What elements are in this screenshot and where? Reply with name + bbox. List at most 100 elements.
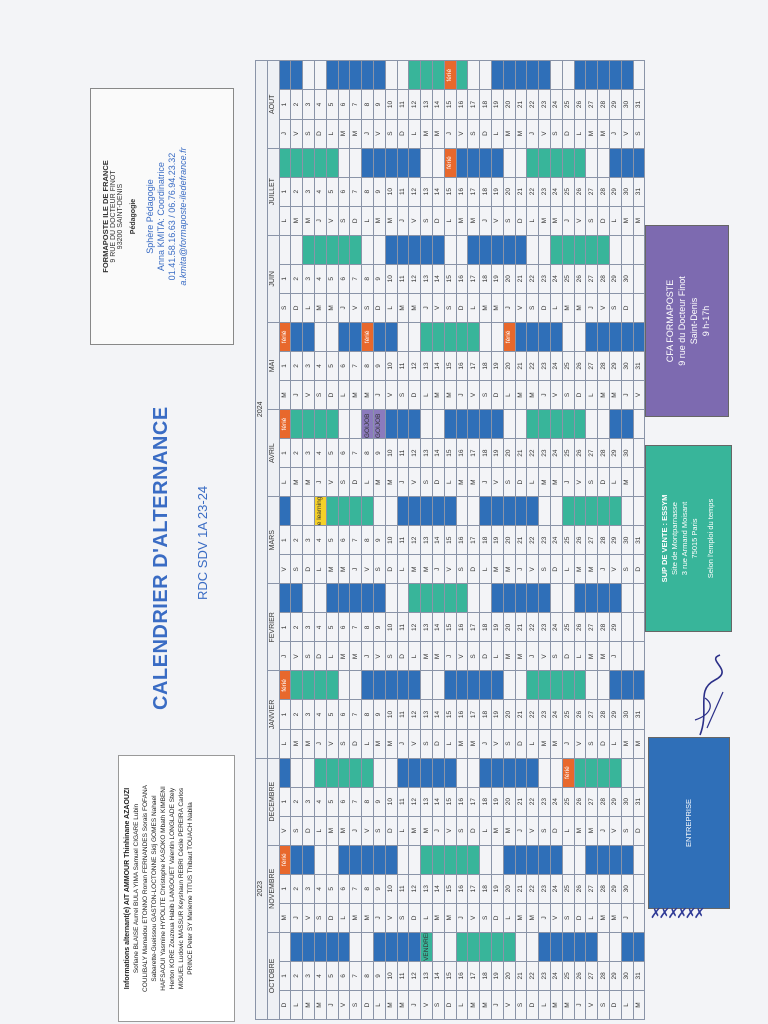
day-letter: L <box>538 990 551 1020</box>
sphere-label: Sphère Pédagogie <box>145 179 155 254</box>
day-number: 18 <box>479 264 492 294</box>
day-number: 25 <box>562 787 575 817</box>
day-number: 29 <box>609 961 622 991</box>
day-cell <box>397 322 409 352</box>
handwritten-signature <box>694 654 723 736</box>
day-letter: S <box>302 119 315 149</box>
day-letter: V <box>538 641 551 671</box>
day-number: 12 <box>408 90 421 120</box>
day-number: 3 <box>302 177 315 207</box>
day-cell <box>361 845 374 875</box>
day-cell <box>574 235 586 265</box>
day-number: 1 <box>279 699 291 730</box>
day-letter: J <box>290 903 303 933</box>
day-cell <box>609 60 622 90</box>
day-cell <box>373 235 386 265</box>
day-number: 4 <box>314 961 327 991</box>
day-letter: M <box>456 729 468 759</box>
day-cell <box>290 148 303 178</box>
day-letter: L <box>503 903 516 933</box>
phone: 01.41.58.16.63 / 06.76.94.23.32 <box>167 152 177 281</box>
day-number: 23 <box>538 525 551 555</box>
day-number: 20 <box>503 961 516 991</box>
day-cell <box>326 60 339 90</box>
day-number: 28 <box>597 264 610 294</box>
day-cell <box>432 845 445 875</box>
day-letter: S <box>633 119 645 149</box>
day-cell <box>585 932 598 962</box>
day-number: 21 <box>515 525 527 555</box>
day-letter: J <box>373 903 386 933</box>
day-cell <box>326 845 339 875</box>
day-number: 10 <box>385 177 398 207</box>
day-number: 5 <box>326 961 339 991</box>
day-number: 27 <box>585 438 598 468</box>
day-cell <box>491 322 504 352</box>
day-cell <box>456 496 468 526</box>
day-letter: V <box>361 816 374 846</box>
student-line: HAFSAOUI Yasmine HYPOLITE Christophe KAS… <box>160 786 167 991</box>
day-number: 30 <box>621 438 633 468</box>
day-cell <box>444 845 457 875</box>
day-letter: J <box>526 119 539 149</box>
day-number: 17 <box>467 699 480 730</box>
day-number: 7 <box>349 699 362 730</box>
day-number: 14 <box>432 264 445 294</box>
day-letter: V <box>526 554 539 584</box>
day-cell <box>621 496 633 526</box>
day-cell <box>326 932 339 962</box>
day-number: 23 <box>538 699 551 730</box>
day-letter: D <box>562 641 575 671</box>
day-letter: M <box>349 903 362 933</box>
day-number: 11 <box>397 177 409 207</box>
day-number: 26 <box>574 699 586 730</box>
day-cell <box>585 148 598 178</box>
day-cell <box>538 496 551 526</box>
day-number: 11 <box>397 787 409 817</box>
day-number: 11 <box>397 612 409 642</box>
day-cell <box>633 148 645 178</box>
day-letter: L <box>444 467 457 497</box>
day-number: 25 <box>562 699 575 730</box>
day-number: 13 <box>420 874 433 904</box>
day-number: 20 <box>503 787 516 817</box>
day-letter: V <box>491 467 504 497</box>
day-letter: M <box>408 816 421 846</box>
day-number: 28 <box>597 699 610 730</box>
day-number: 6 <box>338 438 350 468</box>
day-cell <box>621 845 633 875</box>
day-letter: D <box>385 554 398 584</box>
day-cell <box>408 496 421 526</box>
day-letter: L <box>408 641 421 671</box>
day-letter: V <box>290 119 303 149</box>
day-cell <box>456 409 468 439</box>
day-number: 13 <box>420 90 433 120</box>
day-cell <box>408 845 421 875</box>
day-letter: D <box>361 990 374 1020</box>
day-number: 10 <box>385 699 398 730</box>
day-cell <box>574 409 586 439</box>
day-number: 18 <box>479 525 492 555</box>
day-letter: S <box>585 729 598 759</box>
day-number: 25 <box>562 351 575 381</box>
day-cell <box>550 670 563 700</box>
day-letter: V <box>302 903 315 933</box>
day-letter: V <box>408 467 421 497</box>
day-cell <box>373 758 386 788</box>
month-header: OCTOBRE <box>267 932 280 1020</box>
day-cell <box>361 60 374 90</box>
day-number: 23 <box>538 961 551 991</box>
day-number: 9 <box>373 525 386 555</box>
legend-entreprise-label: ENTREPRISE <box>684 799 693 847</box>
day-letter: S <box>597 990 610 1020</box>
day-letter: M <box>515 119 527 149</box>
day-number: 20 <box>503 699 516 730</box>
day-letter: M <box>432 380 445 410</box>
day-number: 24 <box>550 177 563 207</box>
day-letter: L <box>397 816 409 846</box>
day-letter: L <box>526 467 539 497</box>
day-cell <box>585 409 598 439</box>
day-letter: V <box>349 293 362 323</box>
